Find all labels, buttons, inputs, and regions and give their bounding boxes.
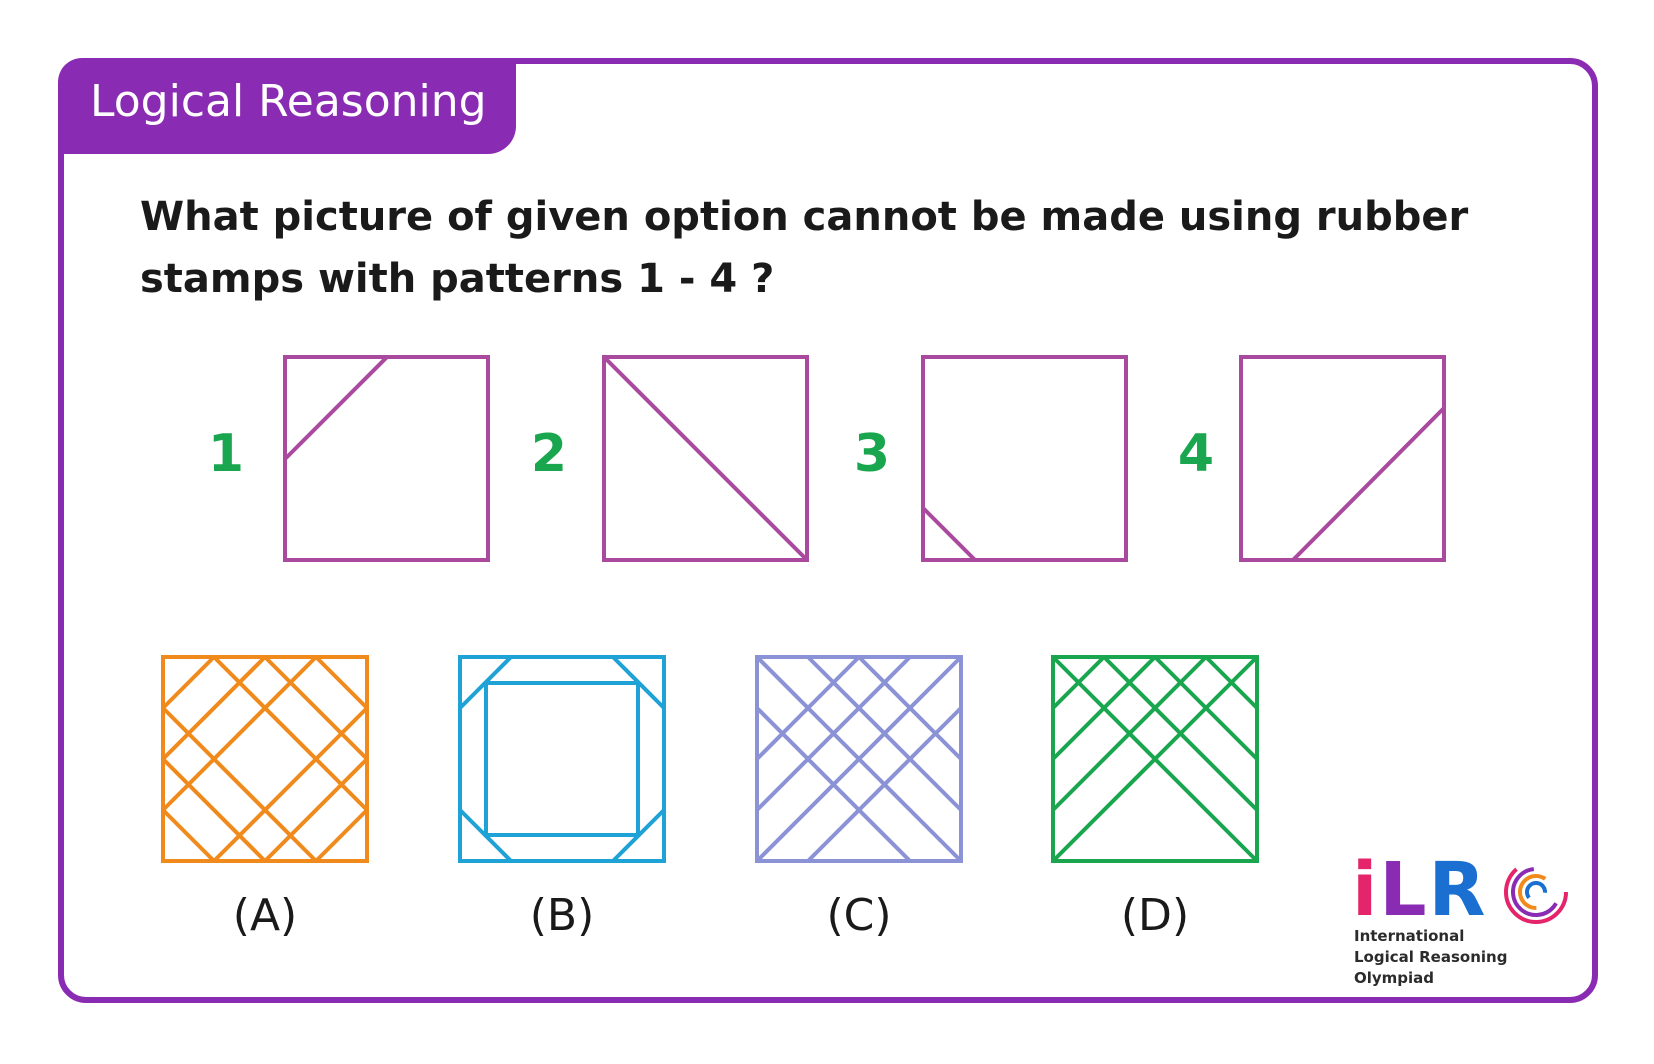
stamp-1-diagonal <box>283 355 389 461</box>
stamp-label-4: 4 <box>1177 424 1215 484</box>
logo-subtitle: International Logical Reasoning Olympiad <box>1354 926 1507 989</box>
question-card <box>58 58 1598 1003</box>
option-c-figure[interactable] <box>755 655 963 863</box>
option-a-figure[interactable] <box>161 655 369 863</box>
stamp-3-diagonal <box>921 506 977 562</box>
option-b-label[interactable]: (B) <box>529 890 595 941</box>
ring-swirl-icon <box>1504 860 1568 924</box>
stamp-4-diagonal <box>1291 406 1446 562</box>
logo-letter-l: L <box>1379 847 1429 933</box>
question-text: What picture of given option cannot be m… <box>140 194 1469 302</box>
option-d-label[interactable]: (D) <box>1120 890 1190 941</box>
logo-line-3: Olympiad <box>1354 969 1435 987</box>
stamp-4-frame <box>1239 355 1446 562</box>
option-b-figure[interactable] <box>458 655 666 863</box>
logo-letter-r: R <box>1428 847 1488 933</box>
logo-line-1: International <box>1354 927 1465 945</box>
stamp-pattern-3 <box>921 355 1128 562</box>
option-c-label[interactable]: (C) <box>826 890 892 941</box>
logo-line-2: Logical Reasoning <box>1354 948 1508 966</box>
logo-letter-i: i <box>1352 847 1380 933</box>
option-d-figure[interactable] <box>1051 655 1259 863</box>
stamp-pattern-4 <box>1239 355 1446 562</box>
stamp-pattern-1 <box>283 355 490 562</box>
category-title: Logical Reasoning <box>90 76 487 127</box>
stamp-label-2: 2 <box>530 424 568 484</box>
stamp-label-3: 3 <box>853 424 891 484</box>
stamp-2-diagonal <box>602 355 809 562</box>
stamp-3-frame <box>921 355 1128 562</box>
stamp-label-1: 1 <box>207 424 245 484</box>
option-a-label[interactable]: (A) <box>232 890 298 941</box>
stamp-1-frame <box>283 355 490 562</box>
logo-wordmark: iLR <box>1352 850 1488 930</box>
ilro-logo: iLR International Logical Reasoning Olym… <box>1352 850 1572 1000</box>
category-badge: Logical Reasoning <box>58 58 516 154</box>
stamp-2-frame <box>602 355 809 562</box>
stamp-pattern-2 <box>602 355 809 562</box>
